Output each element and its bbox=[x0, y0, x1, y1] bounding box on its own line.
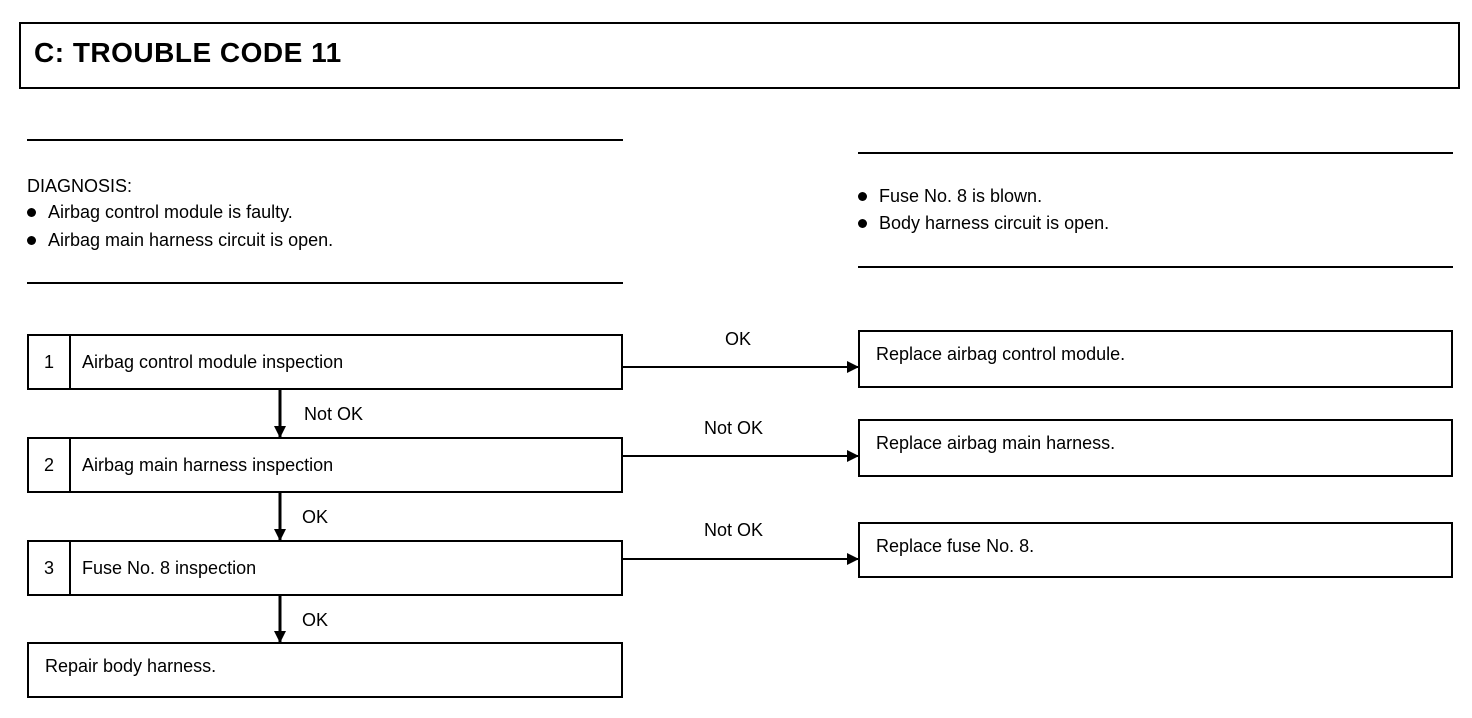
step-label: Airbag control module inspection bbox=[82, 351, 344, 372]
diagnosis-item-text: Fuse No. 8 is blown. bbox=[879, 186, 1043, 206]
step-number: 3 bbox=[29, 542, 71, 594]
diagnosis-item-text: Airbag main harness circuit is open. bbox=[48, 230, 334, 250]
step-number: 2 bbox=[29, 439, 71, 491]
bullet-icon bbox=[858, 219, 867, 228]
result-box: Replace airbag main harness. bbox=[858, 419, 1453, 477]
divider-top-left bbox=[27, 139, 623, 141]
result-label: Replace fuse No. 8. bbox=[876, 536, 1035, 556]
diagnosis-item-text: Airbag control module is faulty. bbox=[48, 202, 293, 222]
edge-label: OK bbox=[302, 610, 329, 630]
edge-label: OK bbox=[725, 329, 752, 349]
diagnosis-item: Airbag control module is faulty. bbox=[27, 202, 293, 223]
edge-label: Not OK bbox=[704, 418, 764, 438]
divider-top-right bbox=[858, 152, 1453, 154]
step-box: 3 Fuse No. 8 inspection bbox=[27, 540, 623, 596]
divider-bottom-right bbox=[858, 266, 1453, 268]
step-number: 1 bbox=[29, 336, 71, 388]
diagnosis-item: Body harness circuit is open. bbox=[858, 213, 1109, 234]
result-label: Replace airbag main harness. bbox=[876, 433, 1116, 453]
diagnosis-heading: DIAGNOSIS: bbox=[27, 176, 133, 196]
diagnosis-item: Airbag main harness circuit is open. bbox=[27, 230, 333, 251]
result-box: Replace fuse No. 8. bbox=[858, 522, 1453, 578]
final-action-label: Repair body harness. bbox=[45, 656, 217, 676]
divider-bottom-left bbox=[27, 282, 623, 284]
title-box bbox=[19, 22, 1460, 89]
page-title: C: TROUBLE CODE 11 bbox=[34, 37, 342, 68]
edge-label: Not OK bbox=[304, 404, 364, 424]
bullet-icon bbox=[27, 208, 36, 217]
step-label: Fuse No. 8 inspection bbox=[82, 557, 257, 578]
bullet-icon bbox=[27, 236, 36, 245]
edge-label: OK bbox=[302, 507, 329, 527]
result-box: Replace airbag control module. bbox=[858, 330, 1453, 388]
diagnosis-item: Fuse No. 8 is blown. bbox=[858, 186, 1042, 207]
diagnosis-item-text: Body harness circuit is open. bbox=[879, 213, 1110, 233]
step-box: 1 Airbag control module inspection bbox=[27, 334, 623, 390]
bullet-icon bbox=[858, 192, 867, 201]
final-action-box: Repair body harness. bbox=[27, 642, 623, 698]
edge-label: Not OK bbox=[704, 520, 764, 540]
result-label: Replace airbag control module. bbox=[876, 344, 1126, 364]
step-label: Airbag main harness inspection bbox=[82, 454, 334, 475]
step-box: 2 Airbag main harness inspection bbox=[27, 437, 623, 493]
